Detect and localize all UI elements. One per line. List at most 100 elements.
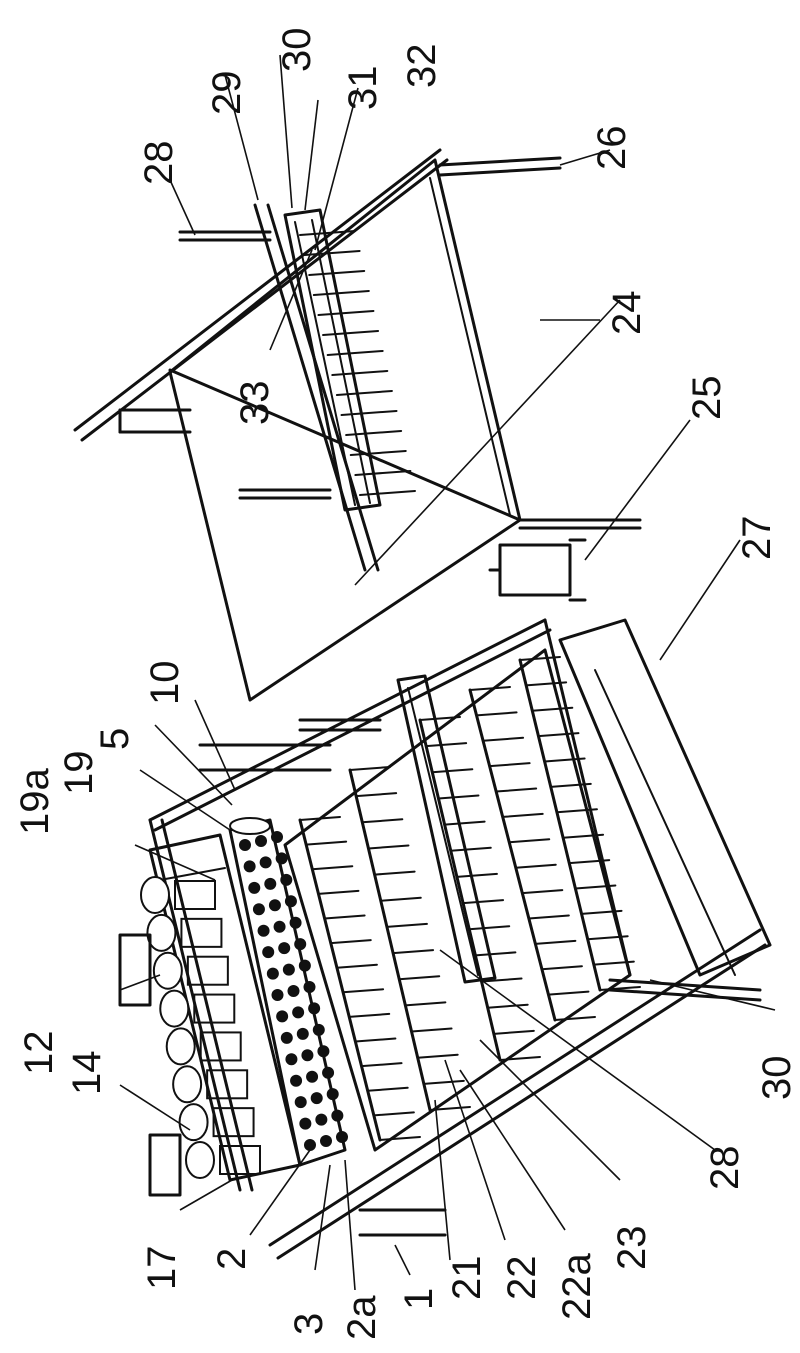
needle bbox=[542, 966, 582, 969]
roller-hole bbox=[292, 1006, 304, 1018]
needle bbox=[418, 1055, 458, 1058]
roller-hole bbox=[264, 878, 276, 890]
roller-hole bbox=[276, 1010, 288, 1022]
needle bbox=[368, 1088, 408, 1091]
roller-hole bbox=[317, 1045, 329, 1057]
roller-hole bbox=[299, 1118, 311, 1130]
needle bbox=[328, 351, 383, 355]
needle bbox=[314, 291, 369, 295]
needle bbox=[362, 819, 402, 822]
roller-hole bbox=[271, 831, 283, 843]
roller-hole bbox=[306, 1071, 318, 1083]
roller-hole bbox=[262, 946, 274, 958]
needle bbox=[306, 842, 346, 845]
label-2a: 2a bbox=[340, 1295, 384, 1340]
label-17: 17 bbox=[140, 1246, 184, 1291]
roller-hole bbox=[295, 1096, 307, 1108]
needle bbox=[496, 789, 536, 792]
roller-hole bbox=[322, 1067, 334, 1079]
needle bbox=[548, 992, 588, 995]
label-1: 1 bbox=[397, 1288, 441, 1310]
roller-hole bbox=[327, 1088, 339, 1100]
reference-labels: 28 29 30 31 32 26 24 33 25 27 10 5 19 19… bbox=[13, 28, 799, 1341]
needle bbox=[483, 738, 523, 741]
needle bbox=[399, 976, 439, 979]
needle bbox=[393, 950, 433, 953]
needle bbox=[325, 915, 365, 918]
needle bbox=[509, 839, 549, 842]
label-28-top: 28 bbox=[137, 141, 181, 186]
needle bbox=[387, 924, 427, 927]
needle bbox=[475, 952, 515, 955]
label-2: 2 bbox=[210, 1248, 254, 1270]
roller-hole bbox=[336, 1131, 348, 1143]
roller-hole bbox=[290, 1075, 302, 1087]
motor-bracket bbox=[194, 995, 234, 1023]
needle bbox=[312, 866, 352, 869]
roller-hole bbox=[315, 1114, 327, 1126]
needle bbox=[375, 872, 415, 875]
label-3: 3 bbox=[287, 1313, 331, 1335]
needle bbox=[535, 941, 575, 944]
needle bbox=[426, 743, 466, 746]
roller-hole bbox=[311, 1092, 323, 1104]
needle bbox=[463, 900, 503, 903]
motor-ring bbox=[180, 1104, 208, 1140]
label-33: 33 bbox=[233, 381, 277, 426]
needle bbox=[300, 231, 355, 235]
needle bbox=[445, 822, 485, 825]
roller-hole bbox=[290, 917, 302, 929]
needle bbox=[337, 965, 377, 968]
needle bbox=[337, 391, 392, 395]
roller-hole bbox=[255, 835, 267, 847]
label-21: 21 bbox=[445, 1256, 489, 1301]
label-23: 23 bbox=[610, 1226, 654, 1271]
roller-hole bbox=[274, 921, 286, 933]
roller-hole bbox=[331, 1110, 343, 1122]
needle bbox=[349, 1014, 389, 1017]
needle bbox=[381, 898, 421, 901]
needle bbox=[555, 1017, 595, 1020]
roller-hole bbox=[320, 1135, 332, 1147]
roller-hole bbox=[304, 981, 316, 993]
roller-hole bbox=[301, 1049, 313, 1061]
roller-hole bbox=[288, 985, 300, 997]
needle bbox=[343, 989, 383, 992]
roller-hole bbox=[248, 882, 260, 894]
needle bbox=[494, 1031, 534, 1034]
needle bbox=[503, 814, 543, 817]
label-24: 24 bbox=[605, 291, 649, 336]
needle bbox=[438, 795, 478, 798]
roller-hole bbox=[304, 1139, 316, 1151]
needle bbox=[405, 1002, 445, 1005]
needle bbox=[355, 1039, 395, 1042]
roller-hole bbox=[313, 1024, 325, 1036]
needle bbox=[331, 940, 371, 943]
needle bbox=[522, 890, 562, 893]
roller-hole bbox=[308, 1002, 320, 1014]
roller-hole bbox=[239, 839, 251, 851]
needle bbox=[529, 915, 569, 918]
needle bbox=[490, 763, 530, 766]
needle bbox=[451, 848, 491, 851]
needle bbox=[356, 793, 396, 796]
needle bbox=[374, 1112, 414, 1115]
needle bbox=[332, 371, 387, 375]
label-26: 26 bbox=[590, 126, 634, 171]
needle bbox=[380, 1137, 420, 1140]
needle bbox=[432, 769, 472, 772]
label-5: 5 bbox=[93, 728, 137, 750]
label-32: 32 bbox=[400, 44, 444, 89]
motor-ring bbox=[173, 1066, 201, 1102]
needle bbox=[469, 926, 509, 929]
needle bbox=[457, 874, 497, 877]
needle bbox=[318, 891, 358, 894]
roller-hole bbox=[260, 856, 272, 868]
label-27: 27 bbox=[735, 516, 779, 561]
needle bbox=[488, 1005, 528, 1008]
label-31: 31 bbox=[341, 66, 385, 111]
needle bbox=[424, 1081, 464, 1084]
motor-ring bbox=[167, 1028, 195, 1064]
needle bbox=[305, 251, 360, 255]
